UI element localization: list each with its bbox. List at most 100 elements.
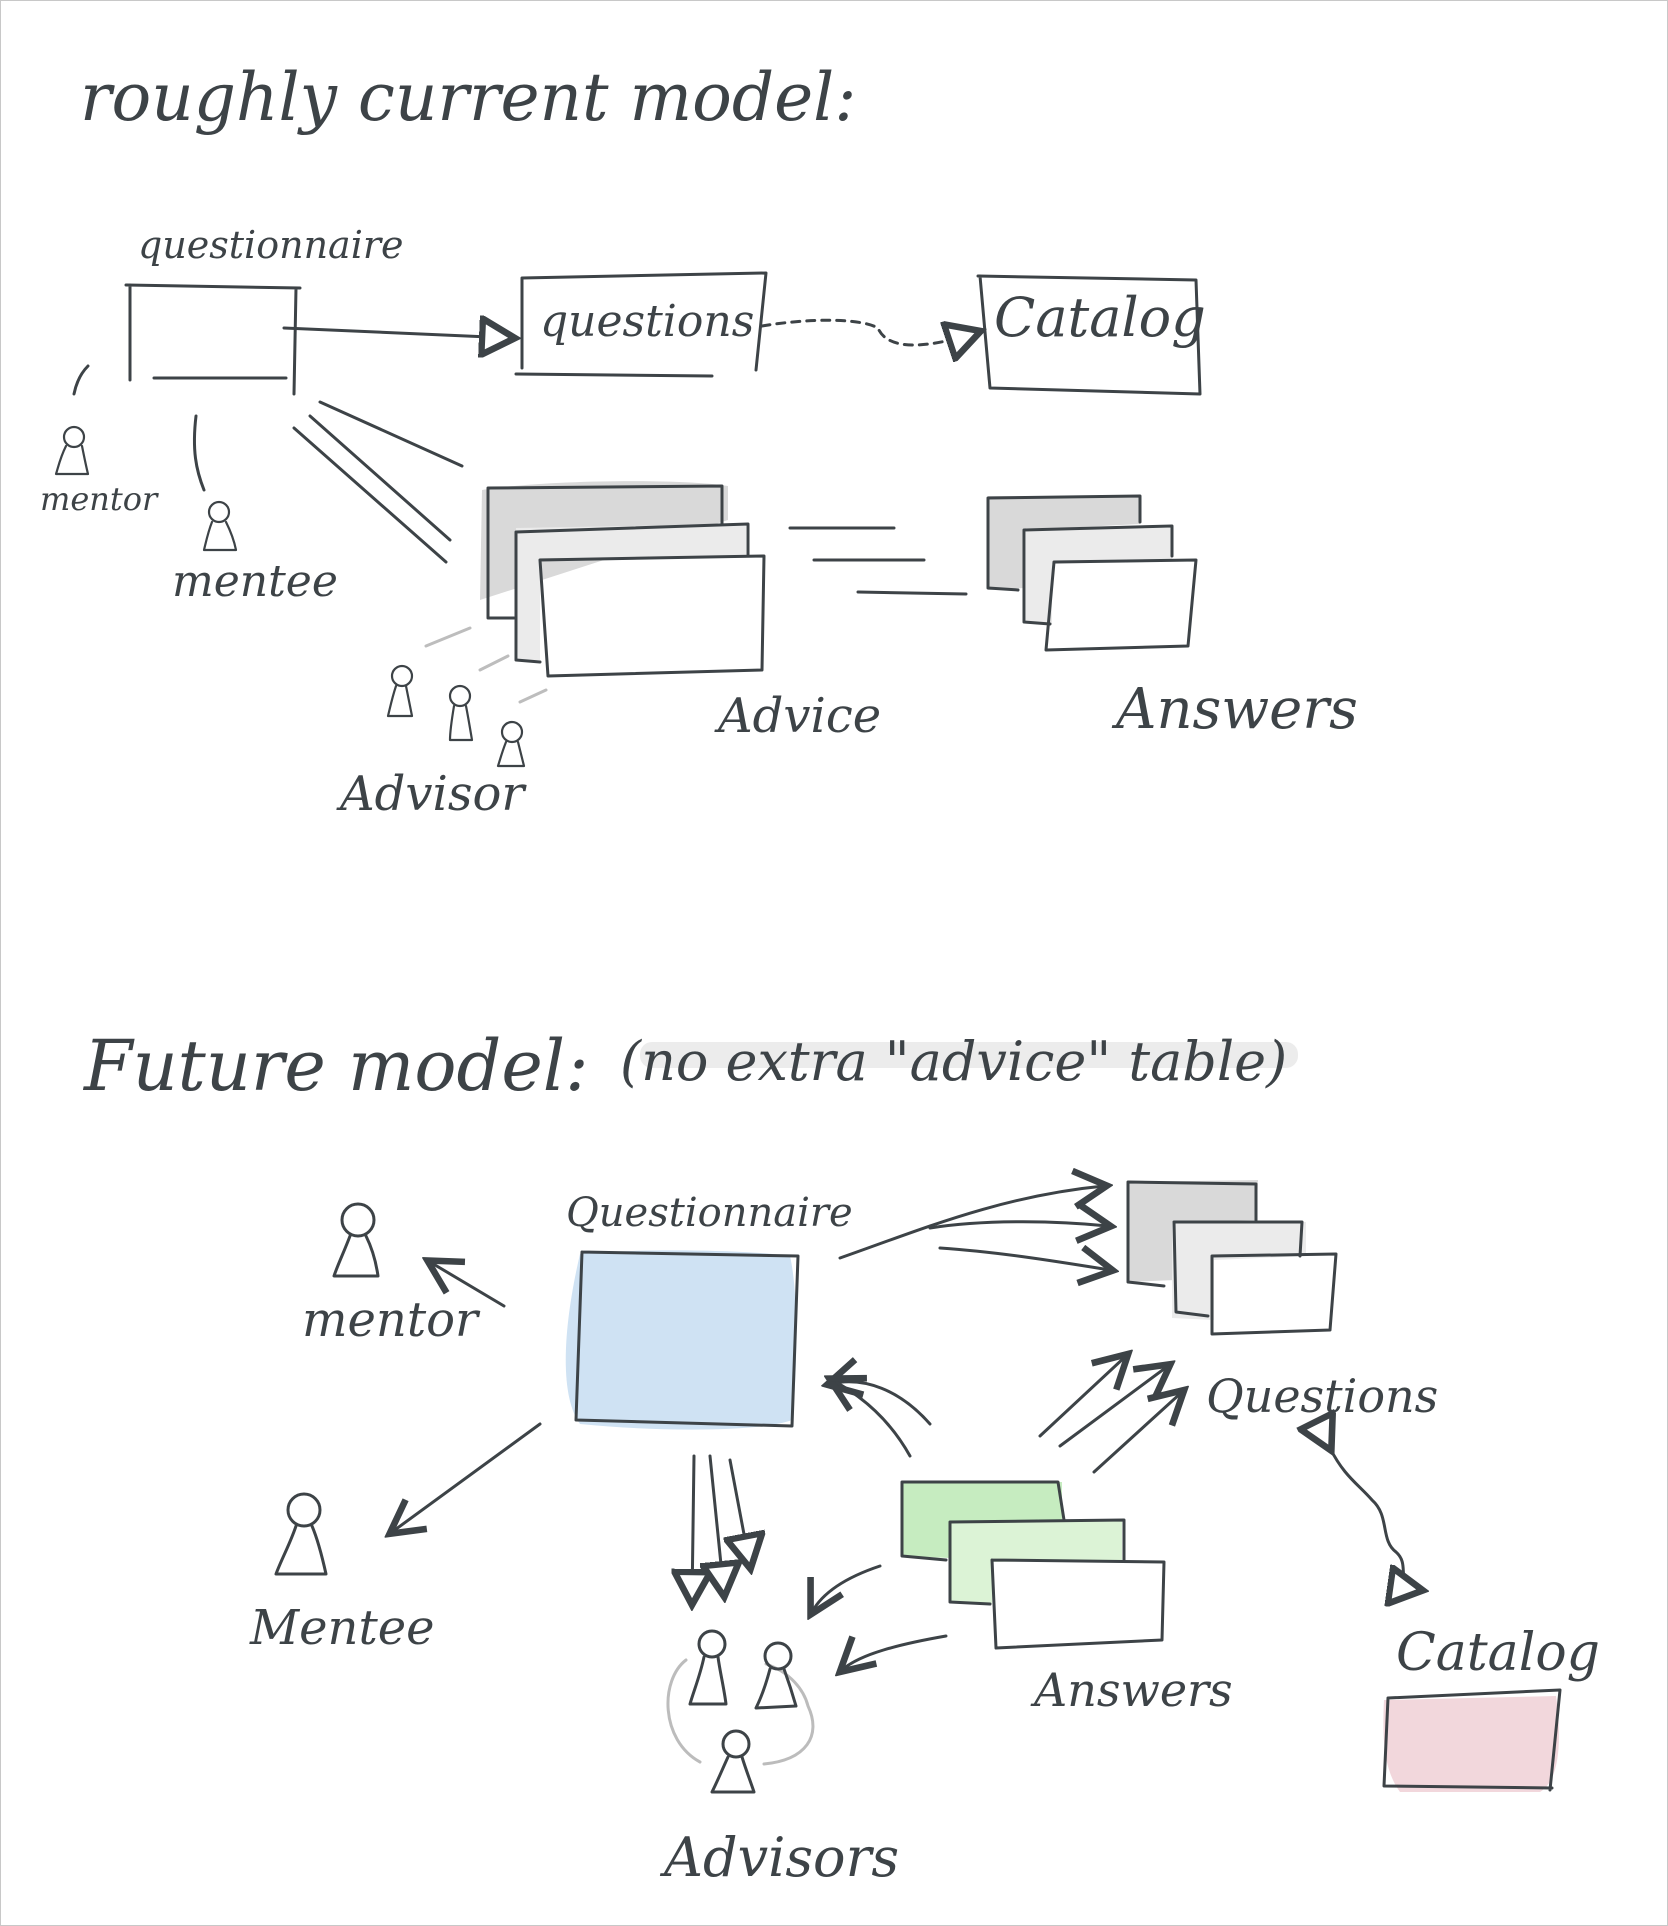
answers-to-questionnaire-arrow-2 [832, 1380, 912, 1458]
advice-shadow-mid [516, 524, 746, 660]
future-questions-label: Questions [1206, 1369, 1438, 1423]
questions-catalog-link [1330, 1448, 1420, 1590]
questions-to-catalog-dashed-arrow [760, 318, 978, 345]
advisor-icon-2-body [448, 704, 474, 742]
current-questionnaire-box [124, 283, 302, 396]
future-advisor-icon-1-head [697, 1629, 727, 1659]
future-note: (no extra "advice" table) [620, 1030, 1287, 1093]
advice-stack: Advice [480, 481, 881, 744]
questionnaire-to-advisors-arrow-2 [710, 1454, 724, 1594]
current-questions-entity: questions [514, 271, 768, 378]
future-note-highlight [640, 1042, 1298, 1068]
future-questions-stack: Questions [1126, 1180, 1438, 1423]
future-answers-fill-back [902, 1482, 1062, 1558]
questionnaire-to-advice-lines [292, 400, 464, 564]
questionnaire-to-questions-arrow-3 [938, 1248, 1110, 1270]
future-questions-card-mid [1172, 1220, 1304, 1318]
future-answers-card-back [900, 1480, 1066, 1562]
future-mentor-icon-head [340, 1202, 376, 1238]
advice-to-answers-lines [788, 526, 968, 596]
current-catalog-label: Catalog [994, 286, 1206, 349]
current-answers-shadow-mid [1026, 528, 1172, 624]
future-answers-fill-mid [950, 1520, 1122, 1604]
future-advisors-group: Advisors [659, 1629, 899, 1889]
advice-card-mid [514, 522, 750, 664]
future-questionnaire-entity: Questionnaire [565, 1190, 853, 1430]
current-advisor-figures: Advisor [336, 664, 527, 822]
future-questions-shadow-mid [1172, 1222, 1306, 1320]
current-answers-label: Answers [1111, 677, 1358, 742]
current-questionnaire-entity: questionnaire [124, 223, 404, 396]
mentee-link [192, 414, 206, 492]
answers-to-questions-arrow-2 [1058, 1366, 1168, 1448]
advisor-icon-3-head [500, 720, 524, 744]
future-advisor-icon-2-head [763, 1641, 793, 1671]
future-mentee-icon-head [286, 1492, 322, 1528]
questionnaire-to-questions-arrow-1 [838, 1186, 1104, 1260]
current-questions-label: questions [540, 296, 754, 347]
future-advisor-icon-2-body [754, 1667, 798, 1710]
current-answers-stack: Answers [986, 494, 1358, 742]
current-questionnaire-label: questionnaire [138, 223, 404, 267]
future-catalog-entity: Catalog [1382, 1623, 1600, 1792]
future-mentee-label: Mentee [249, 1600, 435, 1656]
current-advisor-label: Advisor [336, 766, 527, 822]
advisor-icon-1-head [390, 664, 414, 688]
current-mentor-label: mentor [40, 480, 159, 518]
future-questionnaire-box [574, 1250, 800, 1428]
current-questions-box [514, 271, 768, 378]
future-heading: Future model: [82, 1025, 589, 1107]
future-catalog-label: Catalog [1396, 1623, 1600, 1683]
current-mentor-icon-head [62, 425, 86, 449]
advisor-icon-1-body [386, 684, 414, 718]
future-questions-card-front [1210, 1252, 1338, 1336]
future-advisor-icon-1-body [688, 1655, 728, 1706]
current-mentee-label: mentee [172, 556, 338, 607]
questionnaire-to-mentee-arrow [392, 1422, 542, 1532]
mentor-link [72, 364, 90, 396]
advisors-group-outline [666, 1658, 815, 1766]
future-mentee-icon-body [274, 1524, 328, 1576]
current-mentor-icon-body [54, 444, 90, 476]
future-catalog-fill [1383, 1696, 1559, 1792]
advice-card-front [538, 554, 766, 678]
advisor-icon-2-head [448, 684, 472, 708]
answers-to-questions-arrow-1 [1038, 1356, 1126, 1438]
answers-to-advisors-arrow-2 [842, 1634, 948, 1670]
current-catalog-entity: Catalog [976, 274, 1206, 396]
questionnaire-to-questions-arrow [282, 328, 512, 338]
answers-to-questions-arrow-3 [1092, 1392, 1182, 1474]
current-mentee-icon-body [202, 520, 238, 552]
current-mentor-figure: mentor [40, 425, 159, 518]
future-answers-card-front [990, 1558, 1166, 1650]
future-advisor-icon-3-body [710, 1755, 756, 1794]
future-questions-shadow-back [1128, 1180, 1258, 1282]
questionnaire-to-advisors-arrow-1 [692, 1454, 694, 1602]
future-mentee-figure: Mentee [249, 1492, 435, 1656]
current-mentee-icon-head [207, 500, 231, 524]
advice-card-back [486, 484, 724, 620]
advice-label: Advice [714, 688, 881, 744]
future-questionnaire-label: Questionnaire [566, 1190, 853, 1236]
questionnaire-to-questions-arrow-2 [928, 1222, 1108, 1228]
current-answers-card-mid [1022, 524, 1174, 626]
future-advisors-label: Advisors [659, 1826, 899, 1889]
current-answers-shadow-back [988, 496, 1140, 590]
future-mentor-icon-body [332, 1234, 380, 1278]
advisor-to-advice-dashes [424, 626, 548, 704]
future-mentor-label: mentor [302, 1292, 481, 1348]
future-advisor-icon-3-head [721, 1729, 751, 1759]
advisor-icon-3-body [496, 740, 526, 768]
answers-to-advisors-arrow-1 [812, 1564, 882, 1612]
future-answers-label: Answers [1030, 1663, 1233, 1717]
future-questionnaire-fill [565, 1250, 797, 1430]
future-questions-card-back [1126, 1180, 1258, 1288]
future-answers-stack: Answers [900, 1480, 1233, 1717]
questionnaire-to-advisors-arrow-3 [730, 1458, 750, 1566]
current-heading: roughly current model: [80, 59, 857, 136]
current-mentee-figure: mentee [172, 500, 338, 607]
current-catalog-box [976, 274, 1202, 396]
current-answers-card-front [1044, 558, 1198, 652]
future-catalog-box [1382, 1688, 1562, 1792]
